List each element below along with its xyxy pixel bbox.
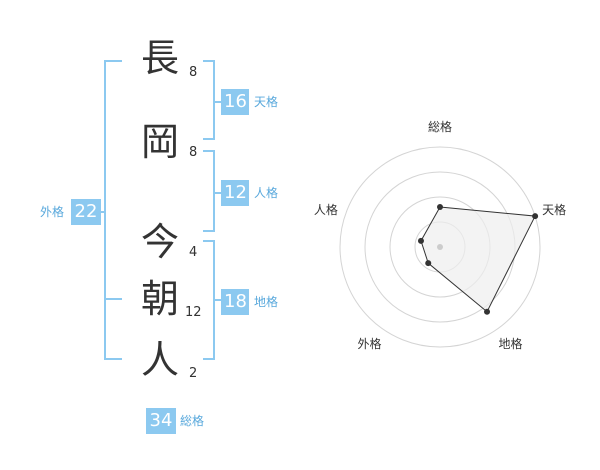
stroke-count-5: 2 [189,366,198,381]
name-char-2: 岡 [140,120,179,164]
jinkaku-label: 人格 [254,186,279,200]
stroke-count-3: 4 [189,245,198,260]
name-char-3: 今 [140,220,179,264]
name-char-1: 長 [140,36,179,80]
jinkaku-value: 12 [221,180,249,206]
radar-axis-label-4: 外格 [357,336,381,351]
radar-axis-label-5: 人格 [314,202,338,217]
radar-axis-label-1: 総格 [428,119,452,134]
jinkaku-bracket [203,150,215,232]
gaikaku-bracket-tick-mid [98,211,106,213]
chikaku-value: 18 [221,289,249,315]
name-char-5: 人 [140,338,179,382]
radar-point-4 [425,260,432,267]
jinkaku-bracket-tick [213,192,221,194]
chikaku-label: 地格 [254,295,279,309]
soukaku-label: 総格 [180,414,205,428]
radar-points [417,204,539,315]
radar-point-3 [484,308,491,315]
chikaku-bracket-tick [213,299,221,301]
gaikaku-label: 外格 [40,205,65,219]
stroke-count-4: 12 [185,305,202,320]
stroke-count-1: 8 [189,65,198,80]
tenkaku-label: 天格 [254,95,279,109]
radar-area [420,206,536,313]
radar-point-5 [417,237,424,244]
stroke-count-2: 8 [189,145,198,160]
radar-axis-label-3: 地格 [499,336,523,351]
radar-point-1 [437,204,443,210]
radar-point-2 [532,213,539,220]
tenkaku-value: 16 [221,89,249,115]
radar-center-dot [437,244,443,250]
soukaku-value: 34 [146,408,176,434]
radar-axis-label-2: 天格 [542,202,566,217]
gaikaku-value: 22 [71,199,101,225]
name-char-4: 朝 [140,277,179,321]
gaikaku-bracket [104,60,122,360]
tenkaku-bracket-tick [213,101,221,103]
gaikaku-bracket-tick-bottom [104,298,122,300]
tenkaku-bracket [203,60,215,140]
radar-ring-4 [339,146,541,348]
